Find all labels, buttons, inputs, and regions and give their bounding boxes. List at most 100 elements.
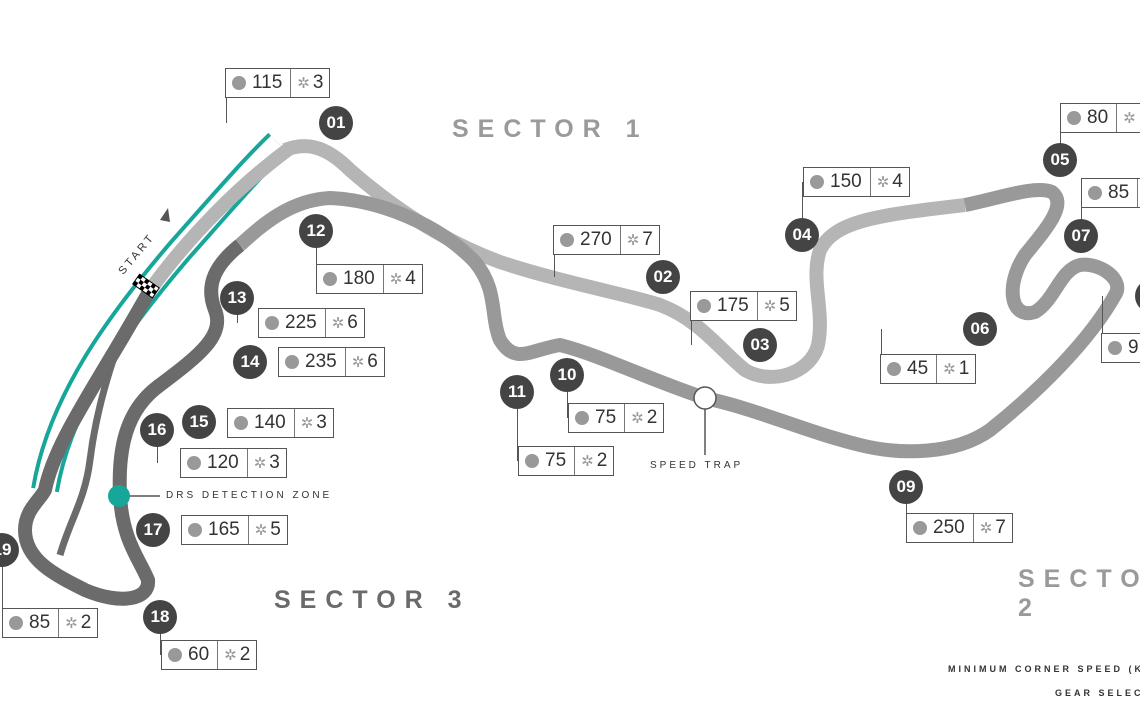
corner-connector [2,550,3,623]
gear-icon: ✲ [631,410,644,427]
corner-gear: 4 [892,171,903,192]
corner-speed: 120 [207,452,239,473]
speedometer-icon [1067,111,1081,125]
speedometer-icon [810,175,824,189]
corner-connector [554,240,555,277]
corner-info-box: 250✲7 [906,513,1013,543]
corner-connector [691,306,692,345]
speedometer-icon [1088,186,1102,200]
corner-gear: 5 [270,519,281,540]
corner-info-box: 180✲4 [316,264,423,294]
sector-3-track [18,239,245,606]
corner-info-box: 115✲3 [225,68,331,98]
corner-speed: 175 [717,295,749,316]
corner-info-box: 120 ✲3 [180,448,287,478]
corner-gear: 2 [596,450,608,471]
corner-number-badge: 14 [233,345,267,379]
speedometer-icon [323,272,337,286]
corner-speed: 75 [545,450,567,471]
sector-3-label: SECTOR 3 [274,586,471,614]
corner-gear: 3 [269,452,280,473]
corner-speed: 9 [1128,337,1139,358]
corner-info-box: 140 ✲3 [227,408,334,438]
speedometer-icon [697,299,711,313]
drs-detection-label: DRS DETECTION ZONE [166,490,333,501]
start-line-flag-icon [132,273,160,299]
corner-connector [1102,296,1103,348]
gear-icon: ✲ [224,647,237,664]
gear-icon: ✲ [626,232,640,249]
corner-number-badge: 05 [1043,143,1077,177]
speedometer-icon [168,648,182,662]
gear-icon: ✲ [351,354,365,371]
corner-number-badge: 11 [500,375,534,409]
corner-number-badge: 07 [1064,219,1098,253]
corner-speed: 225 [285,312,317,333]
speedometer-icon [188,523,202,537]
corner-gear: 4 [405,268,416,289]
speedometer-icon [265,316,279,330]
corner-number-badge: 10 [550,358,584,392]
corner-number-badge: 01 [319,106,353,140]
corner-speed: 140 [254,412,286,433]
sector-1-track [282,139,966,384]
sector-2-label: SECTOR 2 [1018,565,1140,622]
corner-connector [160,617,161,655]
corner-speed: 60 [188,644,210,665]
corner-number-badge: 08 [1135,279,1140,313]
gear-icon: ✲ [300,415,314,432]
gear-icon: ✲ [581,453,594,470]
corner-connector [802,182,803,235]
corner-speed: 45 [907,358,929,379]
corner-number-badge: 09 [889,470,923,504]
gear-icon: ✲ [331,315,345,332]
sector-1-label: SECTOR 1 [452,115,649,143]
gear-icon: ✲ [65,615,78,632]
corner-number-badge: 13 [220,281,254,315]
speed-trap-label: SPEED TRAP [650,460,744,471]
gear-icon: ✲ [253,455,267,472]
corner-gear: 3 [312,72,324,93]
speedometer-icon [285,355,299,369]
corner-number-badge: 15 [182,405,216,439]
corner-speed: 150 [830,171,862,192]
corner-gear: 6 [347,312,358,333]
corner-speed: 85 [1108,182,1130,203]
corner-gear: 6 [367,351,378,372]
corner-info-box: 225 ✲6 [258,308,365,338]
corner-info-box: 150✲4 [803,167,910,197]
sector-2-track [235,183,1125,459]
corner-number-badge: 17 [136,513,170,547]
corner-connector [567,375,568,418]
corner-gear: 2 [239,644,251,665]
corner-number-badge: 12 [299,214,333,248]
corner-connector [1060,118,1061,160]
gear-icon: ✲ [979,520,993,537]
speedometer-icon [187,456,201,470]
corner-gear: 7 [642,229,653,250]
corner-gear: 2 [646,407,658,428]
corner-number-badge: 04 [785,218,819,252]
corner-gear: 3 [316,412,327,433]
speedometer-icon [525,454,539,468]
corner-speed: 75 [595,407,617,428]
speedometer-icon [232,76,246,90]
legend-speed: MINIMUM CORNER SPEED (KM/H) [948,664,1140,674]
speed-trap-marker [693,386,717,410]
corner-speed: 165 [208,519,240,540]
corner-speed: 80 [1087,107,1109,128]
gear-icon: ✲ [763,298,777,315]
corner-gear: 2 [80,612,92,633]
corner-info-box: 60 ✲2 [161,640,258,670]
start-arrow-icon [160,208,170,222]
corner-gear: 7 [995,517,1006,538]
corner-info-box: 75 ✲2 [518,446,615,476]
corner-info-box: 165✲5 [181,515,288,545]
drs-detection-marker [108,485,130,507]
speedometer-icon [560,233,574,247]
speedometer-icon [887,362,901,376]
corner-gear: 1 [958,358,970,379]
gear-icon: ✲ [389,271,403,288]
corner-connector [517,392,518,461]
